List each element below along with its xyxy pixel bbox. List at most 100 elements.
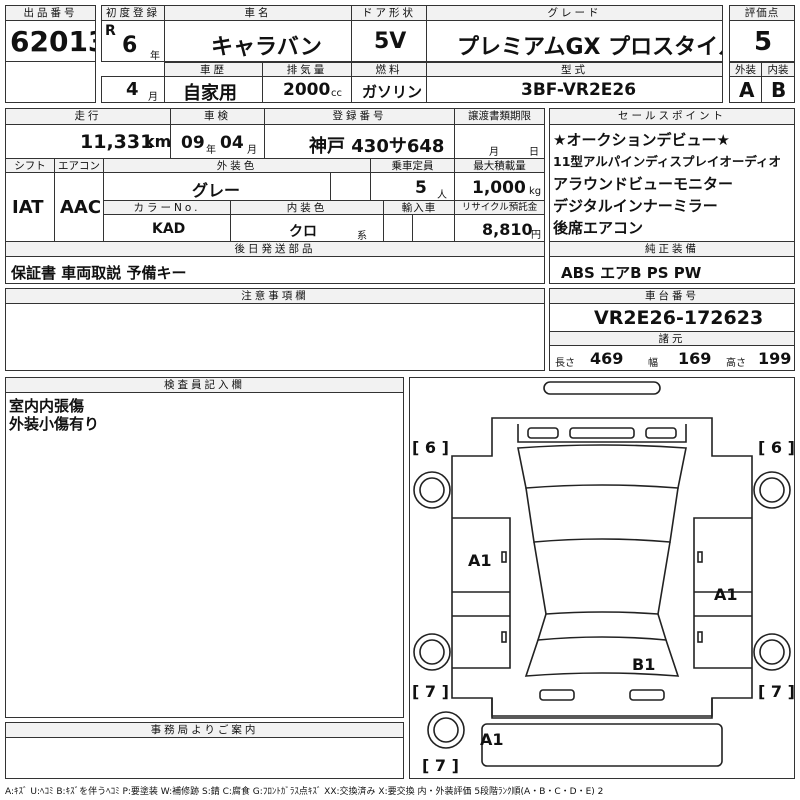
import-cell-b <box>412 214 455 242</box>
chassis-number: VR2E26-172623 <box>594 307 764 329</box>
capacity-cell: 5 人 <box>370 172 455 201</box>
displacement: 2000 <box>283 80 331 100</box>
handle-left-rear <box>501 631 507 643</box>
damage-mark-left: A1 <box>468 551 492 570</box>
inspector-label: 検査員記入欄 <box>5 377 404 393</box>
grade-cell: プレミアムGX プロスタイル <box>426 20 723 62</box>
model-cell: 3BF-VR2E26 <box>426 76 723 103</box>
first-reg-month-cell: 4 月 <box>101 76 165 103</box>
equipment-cell: ABS エアB PS PW <box>549 256 795 284</box>
inspection-month: 04 <box>220 133 244 153</box>
tire-rear-right-label: [ 7 ] <box>758 682 795 701</box>
rear-bumper <box>491 698 713 717</box>
displacement-unit: cc <box>331 88 342 99</box>
later-parts-cell: 保証書 車両取説 予備キー <box>5 256 545 284</box>
fuel-cell: ガソリン <box>351 76 427 103</box>
damage-mark-rear: B1 <box>632 655 656 674</box>
lot-blank-cell <box>5 61 96 103</box>
car-outline-drawing <box>413 381 791 767</box>
int-color-unit: 系 <box>357 231 367 242</box>
wheel-front-left-inner <box>419 477 445 503</box>
inspection-month-unit: 月 <box>247 145 257 156</box>
wheel-front-right-inner <box>759 477 785 503</box>
exterior-cell: A <box>729 76 762 103</box>
damage-mark-right: A1 <box>714 585 738 604</box>
sales-point: デジタルインナーミラー <box>553 197 718 215</box>
width-label: 幅 <box>648 358 658 369</box>
ac: AAC <box>60 197 102 218</box>
capacity-label: 乗車定員 <box>370 158 455 173</box>
footer-legend: A:ｷｽﾞ U:ﾍｺﾐ B:ｷｽﾞを伴うﾍｺﾐ P:要塗装 W:補修跡 S:錆 … <box>5 787 604 797</box>
transfer-label: 譲渡書類期限 <box>454 108 545 125</box>
color: グレー <box>192 181 241 200</box>
color-no: KAD <box>152 221 186 237</box>
load-unit: kg <box>529 186 542 197</box>
lot-value-cell: 62013 <box>5 20 96 62</box>
tire-front-left-label: [ 6 ] <box>412 438 449 457</box>
wheel-spare <box>427 711 465 749</box>
fuel: ガソリン <box>362 83 423 101</box>
score-cell: 5 <box>729 20 795 62</box>
front-windshield <box>517 424 687 443</box>
sales-point: 11型アルパインディスプレイオーディオ <box>553 154 782 169</box>
model-label: 型式 <box>426 62 723 77</box>
color-cell: グレー <box>103 172 331 201</box>
capacity-unit: 人 <box>437 190 447 201</box>
mileage-unit: km <box>144 132 171 151</box>
sales-points-box: ★オークションデビュー★ 11型アルパインディスプレイオーディオ アラウンドビュ… <box>549 124 795 242</box>
int-color: クロ <box>289 224 317 240</box>
lot-number: 62013 <box>10 25 95 58</box>
sales-point: ★オークションデビュー★ <box>553 131 730 149</box>
sales-point: アラウンドビューモニター <box>553 175 734 193</box>
tire-rear-left-label: [ 7 ] <box>412 682 449 701</box>
later-parts-label: 後日発送部品 <box>5 241 545 257</box>
lower-bumper <box>481 723 723 767</box>
mileage: 11,331 <box>80 131 154 153</box>
door-label: ドア形状 <box>351 5 427 21</box>
office-label: 事務局よりご案内 <box>5 722 404 738</box>
spec-label: 諸元 <box>549 331 795 346</box>
load-cell: 1,000 kg <box>454 172 545 201</box>
equipment: ABS エアB PS PW <box>561 264 702 282</box>
history: 自家用 <box>183 83 237 103</box>
registration-label: 登録番号 <box>264 108 455 125</box>
front-light-left <box>527 427 559 439</box>
car-name: キャラバン <box>211 35 322 60</box>
notes-area <box>5 303 545 371</box>
tire-front-right-label: [ 6 ] <box>758 438 795 457</box>
fuel-label: 燃料 <box>351 62 427 77</box>
inspection-year-unit: 年 <box>206 145 216 156</box>
history-label: 車歴 <box>164 62 263 77</box>
height-label: 高さ <box>726 358 746 369</box>
spec-cell: 長さ 469 幅 169 高さ 199 <box>549 345 795 371</box>
chassis-label: 車台番号 <box>549 288 795 304</box>
mileage-cell: 11,331 km <box>5 124 171 159</box>
car-name-label: 車名 <box>164 5 352 21</box>
interior-label: 内装 <box>761 62 795 77</box>
displacement-label: 排気量 <box>262 62 352 77</box>
front-light-right <box>645 427 677 439</box>
shift-label: シフト <box>5 158 55 173</box>
first-reg-year: 6 <box>122 33 138 58</box>
length: 469 <box>590 349 624 368</box>
wheel-rear-left <box>413 633 451 671</box>
recycle-cell: 8,810 円 <box>454 214 545 242</box>
notes-label: 注意事項欄 <box>5 288 545 304</box>
car-name-cell: キャラバン <box>164 20 352 62</box>
equipment-label: 純正装備 <box>549 241 795 257</box>
handle-right-front <box>697 551 703 563</box>
score-label: 評価点 <box>729 5 795 21</box>
load: 1,000 <box>472 178 526 198</box>
grade: プレミアムGX プロスタイル <box>457 35 723 60</box>
wheel-front-right <box>753 471 791 509</box>
load-label: 最大積載量 <box>454 158 545 173</box>
wheel-rear-right <box>753 633 791 671</box>
recycle-label: リサイクル預託金 <box>454 200 545 215</box>
later-parts: 保証書 車両取説 予備キー <box>11 264 187 282</box>
first-reg-label: 初度登録 <box>101 5 165 21</box>
length-label: 長さ <box>555 358 575 369</box>
color-no-cell: KAD <box>103 214 231 242</box>
interior-cell: B <box>761 76 795 103</box>
int-color-label: 内装色 <box>230 200 384 215</box>
rear-light-left <box>539 689 575 701</box>
